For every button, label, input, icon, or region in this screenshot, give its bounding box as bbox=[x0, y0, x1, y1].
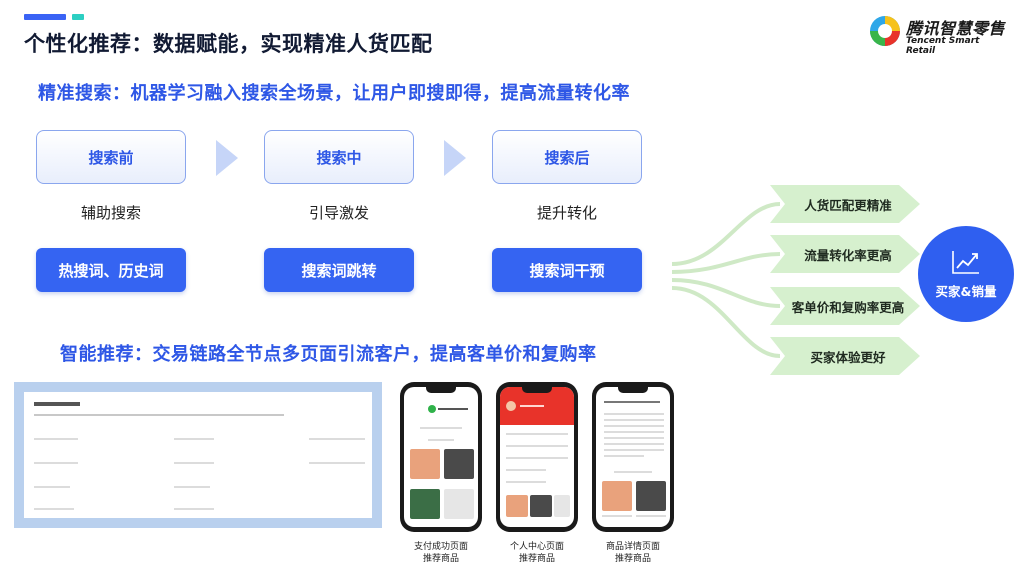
mini-text-line bbox=[420, 427, 462, 429]
recommend-section-title: 智能推荐：交易链路全节点多页面引流客户，提高客单价和复购率 bbox=[60, 344, 597, 365]
tencent-smart-retail-logo: 腾讯智慧零售 Tencent Smart Retail bbox=[868, 12, 1008, 56]
mini-text-line bbox=[604, 455, 644, 457]
caption-line: 推荐商品 bbox=[614, 554, 651, 564]
caption-line: 推荐商品 bbox=[518, 554, 555, 564]
phone-notch bbox=[618, 387, 648, 393]
settings-inner bbox=[24, 392, 372, 518]
settings-row-line bbox=[174, 462, 214, 464]
product-thumb bbox=[636, 481, 666, 511]
stage-arrow-icon bbox=[216, 140, 238, 176]
success-check-icon bbox=[428, 405, 436, 413]
product-thumb bbox=[602, 481, 632, 511]
phone-caption-personal: 个人中心页面 推荐商品 bbox=[492, 541, 582, 565]
benefit-item: 客单价和复购率更高 bbox=[770, 287, 920, 325]
mini-text-line bbox=[636, 515, 666, 517]
action-word-intervention: 搜索词干预 bbox=[492, 248, 642, 292]
caption-line: 商品详情页面 bbox=[605, 542, 660, 552]
phone-product-detail bbox=[592, 382, 674, 532]
benefit-item: 买家体验更好 bbox=[770, 337, 920, 375]
phone-payment-success bbox=[400, 382, 482, 532]
phone-screen bbox=[596, 387, 670, 527]
product-thumb bbox=[444, 489, 474, 519]
mini-text-line bbox=[520, 405, 544, 407]
settings-row-line bbox=[174, 486, 210, 488]
mini-text-line bbox=[506, 481, 546, 483]
mini-text-line bbox=[506, 457, 568, 459]
result-label: 买家&销量 bbox=[935, 283, 997, 299]
settings-row-line bbox=[174, 508, 214, 510]
phone-caption-payment: 支付成功页面 推荐商品 bbox=[396, 541, 486, 565]
settings-row-line bbox=[34, 508, 74, 510]
stage-after-search: 搜索后 bbox=[492, 130, 642, 184]
stage-before-search: 搜索前 bbox=[36, 130, 186, 184]
settings-row-line bbox=[34, 486, 70, 488]
stage-during-search: 搜索中 bbox=[264, 130, 414, 184]
mini-text-line bbox=[506, 445, 568, 447]
product-thumb bbox=[506, 495, 528, 517]
mini-text-line bbox=[604, 413, 664, 415]
settings-row-line bbox=[34, 462, 78, 464]
caption-line: 推荐商品 bbox=[422, 554, 459, 564]
stage-arrow-icon bbox=[444, 140, 466, 176]
mini-text-line bbox=[506, 433, 568, 435]
accent-bar-teal bbox=[72, 14, 84, 20]
stage-caption: 辅助搜索 bbox=[80, 204, 141, 222]
recommend-settings-screenshot bbox=[14, 382, 382, 528]
avatar bbox=[506, 401, 516, 411]
mini-text-line bbox=[438, 408, 468, 410]
settings-heading-line bbox=[34, 402, 80, 406]
benefit-item: 流量转化率更高 bbox=[770, 235, 920, 273]
phone-personal-center bbox=[496, 382, 578, 532]
benefit-diagram: 人货匹配更精准 流量转化率更高 客单价和复购率更高 买家体验更好 买家&销量 bbox=[672, 180, 1020, 380]
product-thumb bbox=[554, 495, 570, 517]
stage-caption: 提升转化 bbox=[536, 204, 597, 222]
slide-title: 个性化推荐：数据赋能，实现精准人货匹配 bbox=[24, 32, 433, 56]
mini-text-line bbox=[428, 439, 454, 441]
settings-desc-line bbox=[34, 414, 284, 416]
phone-notch bbox=[522, 387, 552, 393]
trend-chart-icon bbox=[952, 250, 979, 274]
settings-row-line bbox=[309, 438, 365, 440]
logo-mark-icon bbox=[870, 16, 900, 46]
accent-bar-blue bbox=[24, 14, 66, 20]
result-circle: 买家&销量 bbox=[918, 226, 1014, 322]
mini-text-line bbox=[506, 469, 546, 471]
phone-screen bbox=[500, 387, 574, 527]
caption-line: 支付成功页面 bbox=[413, 542, 468, 552]
caption-line: 个人中心页面 bbox=[509, 542, 564, 552]
stage-caption: 引导激发 bbox=[308, 204, 369, 222]
action-word-redirect: 搜索词跳转 bbox=[264, 248, 414, 292]
action-hot-words: 热搜词、历史词 bbox=[36, 248, 186, 292]
search-section-title: 精准搜索：机器学习融入搜索全场景，让用户即搜即得，提高流量转化率 bbox=[38, 83, 630, 104]
product-thumb bbox=[530, 495, 552, 517]
mini-text-line bbox=[604, 401, 660, 403]
mini-text-line bbox=[604, 437, 664, 439]
settings-row-line bbox=[174, 438, 214, 440]
phone-screen bbox=[404, 387, 478, 527]
settings-row-line bbox=[309, 462, 365, 464]
product-thumb bbox=[410, 489, 440, 519]
connector-lines bbox=[672, 202, 781, 358]
logo-text-cn: 腾讯智慧零售 bbox=[906, 19, 1006, 38]
phone-caption-detail: 商品详情页面 推荐商品 bbox=[588, 541, 678, 565]
benefit-item: 人货匹配更精准 bbox=[770, 185, 920, 223]
mini-text-line bbox=[604, 443, 664, 445]
settings-row-line bbox=[34, 438, 78, 440]
mini-text-line bbox=[602, 515, 632, 517]
phone-notch bbox=[426, 387, 456, 393]
mini-text-line bbox=[604, 449, 664, 451]
logo-text-en: Tencent Smart Retail bbox=[906, 36, 980, 56]
mini-text-line bbox=[614, 471, 652, 473]
mini-text-line bbox=[604, 425, 664, 427]
mini-text-line bbox=[604, 431, 664, 433]
mini-text-line bbox=[604, 419, 664, 421]
product-thumb bbox=[444, 449, 474, 479]
product-thumb bbox=[410, 449, 440, 479]
